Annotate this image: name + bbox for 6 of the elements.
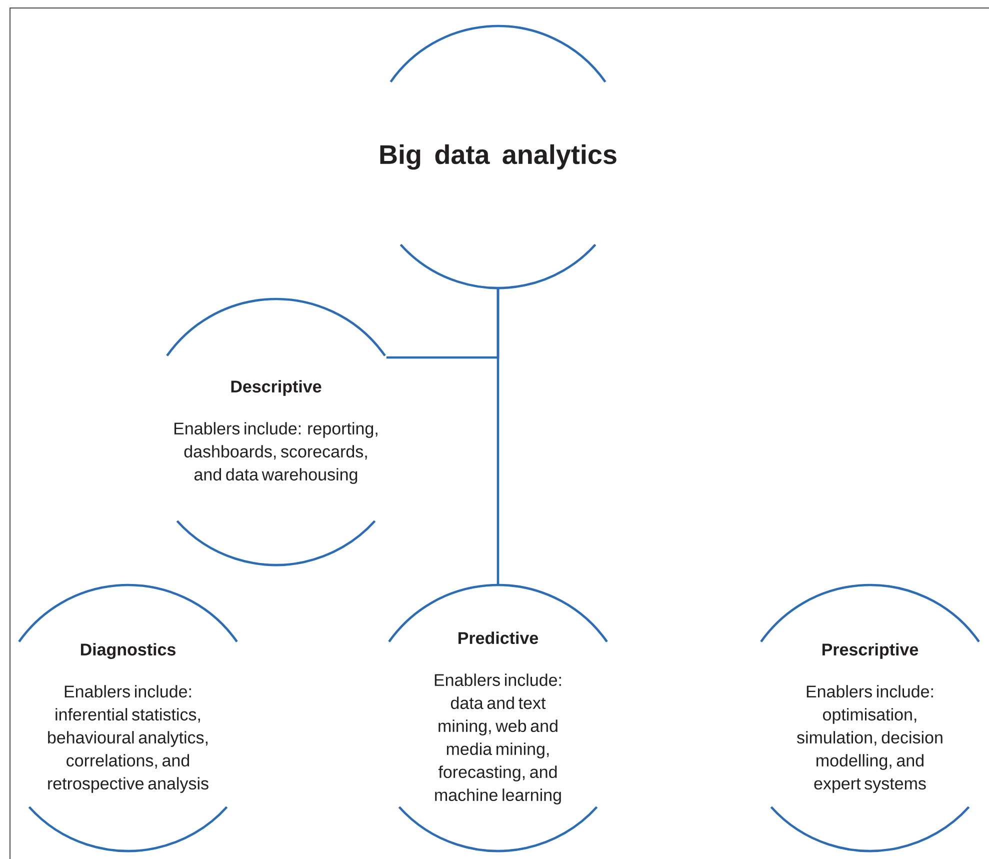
circle-node: Descriptive Enablers include: reporting, dashboards, scorecards, and data warehousing <box>166 298 386 566</box>
connector-line <box>386 288 500 359</box>
circle-node: Prescriptive Enablers include: optimisation, simulation, decision modelling, and expert systems <box>760 584 980 852</box>
circle-node: Big data analytics <box>380 24 616 290</box>
circle-node: Predictive Enablers include: data and text mining, web and media mining, forecasting, and machine learning <box>388 584 608 852</box>
circle-node: Diagnostics Enablers include: inferential statistics, behavioural analytics, correlations, and retrospective analysis <box>18 584 238 852</box>
